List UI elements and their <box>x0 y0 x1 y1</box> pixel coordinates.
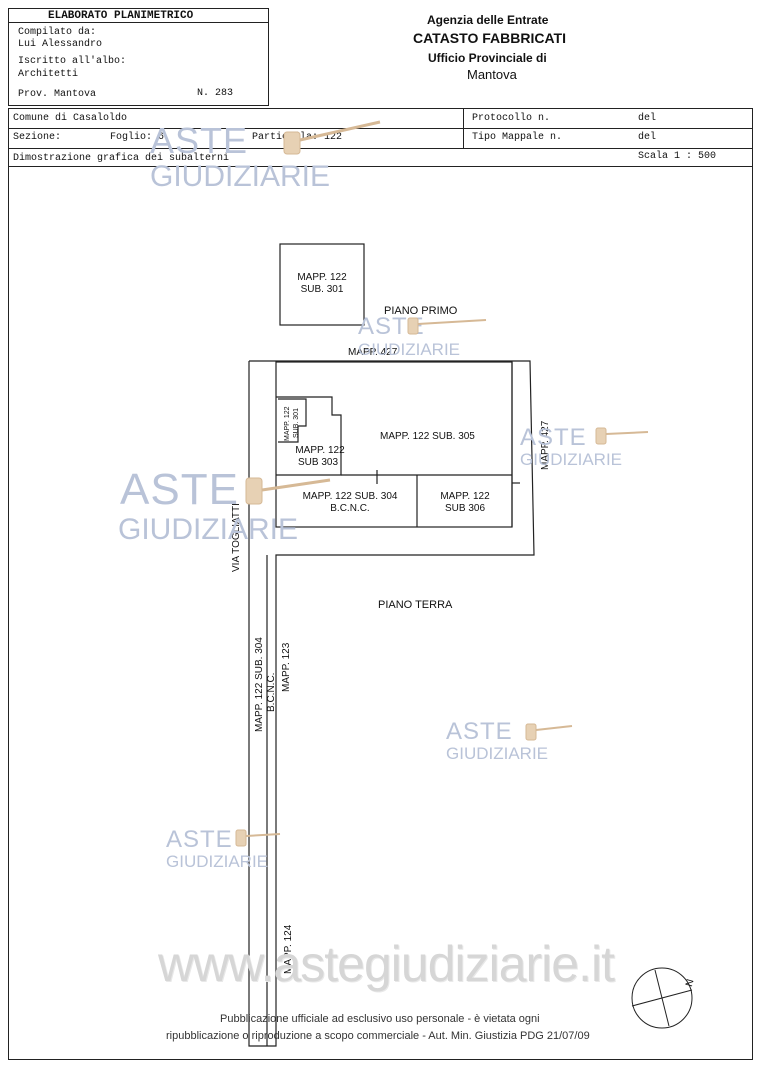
gavel-icon <box>407 317 487 335</box>
document-frame <box>8 108 753 1060</box>
dimostrazione: Dimostrazione grafica dei subalterni <box>13 153 230 164</box>
agency-line2: CATASTO FABBRICATI <box>413 30 566 46</box>
header-title-divider <box>8 22 268 23</box>
agency-line1: Agenzia delle Entrate <box>427 13 549 27</box>
watermark-giudiziarie-2: GIUDIZIARIE <box>358 340 461 359</box>
compiled-label: Compilato da: <box>18 27 97 38</box>
foglio: Foglio: 6 <box>110 132 165 143</box>
mapp-427-top: MAPP. 427 <box>348 347 398 358</box>
sub-304-label-1: MAPP. 122 SUB. 304 <box>302 491 398 502</box>
compiled-name: Lui Alessandro <box>18 39 103 50</box>
lot-outline <box>248 360 535 1047</box>
header-title: ELABORATO PLANIMETRICO <box>48 10 194 22</box>
gavel-icon <box>525 723 573 741</box>
agency-line3: Ufficio Provinciale di <box>428 51 547 65</box>
info-divider-2 <box>8 148 752 149</box>
footer-line-2: ripubblicazione o riproduzione a scopo c… <box>166 1030 590 1042</box>
watermark-aste-5: ASTE <box>446 718 513 745</box>
sub-301-outline <box>279 243 365 326</box>
scale: Scala 1 : 500 <box>638 151 717 162</box>
register-number: N. 283 <box>197 88 234 99</box>
watermark-aste-1: ASTE <box>150 120 249 161</box>
watermark-giudiziarie-1: GIUDIZIARIE <box>150 160 331 193</box>
header-box <box>8 8 269 106</box>
info-divider-1 <box>8 128 752 129</box>
watermark-aste-4: ASTE <box>520 424 587 451</box>
province: Prov. Mantova <box>18 89 97 100</box>
sub-304-label-2: B.C.N.C. <box>330 503 370 514</box>
tipo-mappale: Tipo Mappale n. <box>472 132 563 143</box>
small-sub-301-outline <box>278 398 307 443</box>
gavel-icon <box>235 829 281 847</box>
watermark-giudiziarie-4: GIUDIZIARIE <box>520 450 623 469</box>
gavel-icon <box>595 427 649 445</box>
sub-306-label-1: MAPP. 122 <box>440 491 490 502</box>
registered-label: Iscritto all'albo: <box>18 56 127 67</box>
piano-terra: PIANO TERRA <box>378 599 453 611</box>
info-column-divider <box>463 108 464 148</box>
registered-value: Architetti <box>18 69 79 80</box>
info-divider-3 <box>8 166 752 167</box>
watermark-aste-6: ASTE <box>166 826 233 853</box>
north-compass <box>631 967 693 1029</box>
gavel-icon <box>283 120 381 155</box>
sub-306-label-2: SUB 306 <box>444 503 486 514</box>
sezione: Sezione: <box>13 132 62 143</box>
gavel-icon <box>245 477 331 505</box>
del-1: del <box>638 113 657 124</box>
sub-301-label-2: SUB. 301 <box>300 284 344 295</box>
watermark-giudiziarie-5: GIUDIZIARIE <box>446 744 549 763</box>
sub-301-label-1: MAPP. 122 <box>297 272 347 283</box>
sub-305-label: MAPP. 122 SUB. 305 <box>380 431 475 442</box>
sub-303-label-2: SUB 303 <box>297 457 339 468</box>
watermark-giudiziarie-3: GIUDIZIARIE <box>118 513 299 546</box>
footer-line-1: Pubblicazione ufficiale ad esclusivo uso… <box>220 1013 540 1025</box>
watermark-site: www.astegiudiziarie.it <box>158 936 615 992</box>
del-2: del <box>638 132 657 143</box>
agency-line4: Mantova <box>467 67 517 82</box>
watermark-giudiziarie-6: GIUDIZIARIE <box>166 852 269 871</box>
sub-303-outline <box>276 396 342 476</box>
watermark-aste-3: ASTE <box>120 465 239 514</box>
piano-primo: PIANO PRIMO <box>384 305 458 317</box>
comune: Comune di Casaloldo <box>13 113 128 124</box>
sub-303-label-1: MAPP. 122 <box>295 445 345 456</box>
protocollo: Protocollo n. <box>472 113 551 124</box>
